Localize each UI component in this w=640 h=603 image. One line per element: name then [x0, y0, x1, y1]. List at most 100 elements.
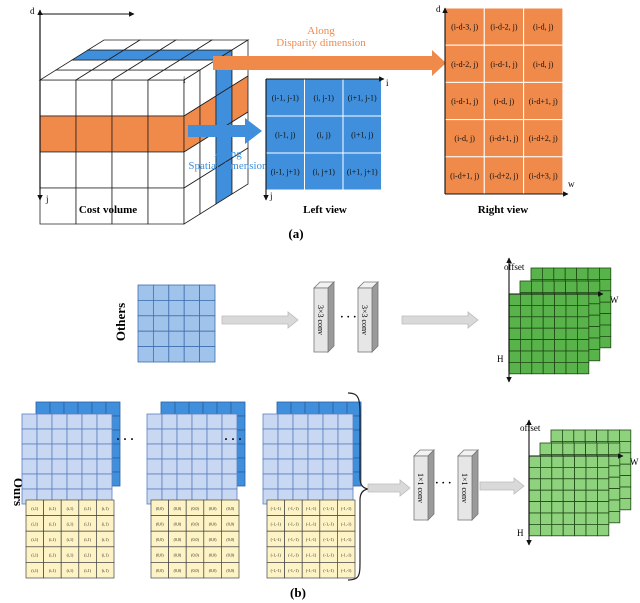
along-disparity-label-1: Along	[307, 25, 335, 37]
ours-offset-cell-label: (-1,-1)	[341, 521, 352, 527]
others-output-cell	[599, 313, 612, 326]
ours-output-cell	[619, 497, 632, 511]
ours-input-cell	[96, 428, 113, 445]
others-output-cell	[508, 316, 521, 329]
ours-output-cell	[585, 455, 598, 468]
others-output-cell	[542, 316, 556, 329]
ours-input-cell	[262, 473, 279, 490]
ours-offset-cell-label: (i,1)	[67, 521, 74, 527]
cube-front-cell	[75, 115, 113, 153]
others-output-cell	[576, 267, 589, 280]
along-spatial-label-1: Along	[214, 148, 242, 160]
ours-offset-cell-label: (i,1)	[102, 568, 109, 574]
right-view-cell-label: (i-d+1, j)	[489, 134, 518, 143]
ours-offset-cell-label: (0,0)	[209, 537, 217, 543]
others-output-cell	[508, 361, 521, 375]
right-view-cell-label: (i-d, j)	[533, 60, 554, 69]
ours-offset-cell-label: (i,1)	[31, 553, 38, 559]
others-conv-2	[357, 287, 373, 353]
ours-conv-1	[413, 455, 429, 521]
ours-arrow-1	[367, 479, 411, 497]
ours-offset-label: offset	[520, 423, 541, 433]
others-output-cell	[565, 293, 578, 306]
others-output-cell	[577, 327, 590, 341]
ours-offset-cell-label: (0,0)	[226, 553, 234, 559]
ours-offset-cell-label: (i,1)	[31, 568, 38, 574]
ours-offset-cell-label: (-1,-1)	[271, 521, 282, 527]
ours-input-cell	[191, 428, 208, 445]
ours-input-cell	[66, 473, 83, 490]
ours-input-cell	[81, 428, 98, 445]
others-output-cell	[531, 339, 544, 352]
ours-output-cell	[562, 442, 575, 455]
ours-input-cell	[191, 413, 208, 430]
cube-side-cell	[231, 147, 249, 195]
left-view-cell-label: (i+1, j-1)	[348, 94, 377, 103]
right-view-cell	[523, 81, 564, 121]
ours-output-cell	[551, 489, 564, 503]
others-input-cell	[152, 346, 170, 363]
ours-input-cell	[322, 473, 339, 490]
others-output-cell	[599, 278, 612, 292]
cube-axis-i: i	[183, 75, 186, 85]
ours-axis-w: W	[630, 457, 639, 467]
ours-output-cell	[562, 512, 576, 525]
others-output-cell	[531, 316, 544, 329]
left-view-cell	[304, 152, 344, 191]
cube-front-cell	[111, 151, 149, 189]
ours-offset-cell-label: (0,0)	[191, 521, 199, 527]
ours-output-cell	[574, 455, 587, 468]
left-view-cell	[342, 152, 382, 191]
ours-input-cell	[221, 473, 238, 490]
ours-output-cell	[573, 429, 586, 442]
ours-input-cell	[322, 443, 339, 460]
ours-conv-2-side	[471, 449, 479, 521]
right-view-grid: (i-d-3, j)(i-d-2, j)(i-d, j)(i-d-2, j)(i…	[444, 7, 564, 195]
ours-output-cell	[597, 501, 610, 514]
right-view-cell-label: (i-d+1, j)	[450, 171, 479, 180]
ours-offset-cell-label: (-1,-1)	[288, 568, 299, 574]
ours-offset-cell-label: (-1,-1)	[341, 568, 352, 574]
others-output-cell	[577, 339, 590, 352]
right-view-cell-label: (i-d, j)	[533, 23, 554, 32]
cube-front-cell	[111, 115, 149, 153]
ours-input-cell	[221, 458, 238, 475]
ours-input-cell	[66, 458, 83, 475]
others-offset-label: offset	[504, 262, 525, 272]
others-input-cell	[199, 284, 216, 301]
ours-input-cell	[292, 428, 309, 445]
others-input-cell	[152, 299, 170, 317]
ours-offset-cell-label: (i,1)	[102, 537, 109, 543]
others-input-cell	[183, 299, 200, 317]
others-input-cell	[199, 346, 216, 363]
others-output-cell	[553, 267, 566, 280]
along-disparity-label-2: Disparity dimension	[276, 37, 366, 49]
ours-output-cell	[597, 524, 610, 537]
ours-offset-cell-label: (-1,-1)	[323, 537, 334, 543]
left-view-cell-label: (i-1, j+1)	[271, 168, 300, 177]
right-view-cell	[523, 44, 564, 83]
caption-b: (b)	[290, 585, 306, 600]
ours-output-cell	[562, 501, 576, 514]
ours-output-cell	[596, 442, 609, 455]
others-conv-1-label: 3×3 conv	[316, 305, 325, 335]
others-input-cell	[183, 315, 200, 332]
right-view-cell-label: (i-d, j)	[494, 97, 515, 106]
cube-front-cell	[39, 151, 77, 189]
others-output-cell	[519, 280, 532, 293]
others-output-cell	[508, 350, 521, 363]
ours-output-cell	[597, 489, 610, 503]
ours-input-cell	[96, 443, 113, 460]
ours-input-cell	[337, 413, 354, 430]
ours-input-cell	[146, 428, 163, 445]
ours-output-cell	[619, 486, 632, 499]
ours-output-cell	[608, 476, 621, 490]
ours-input-cell	[51, 473, 68, 490]
ours-input-cell	[161, 428, 178, 445]
left-view-axis-i: i	[386, 78, 389, 88]
ours-input-cell	[161, 473, 178, 490]
ours-output-cell	[551, 466, 564, 480]
